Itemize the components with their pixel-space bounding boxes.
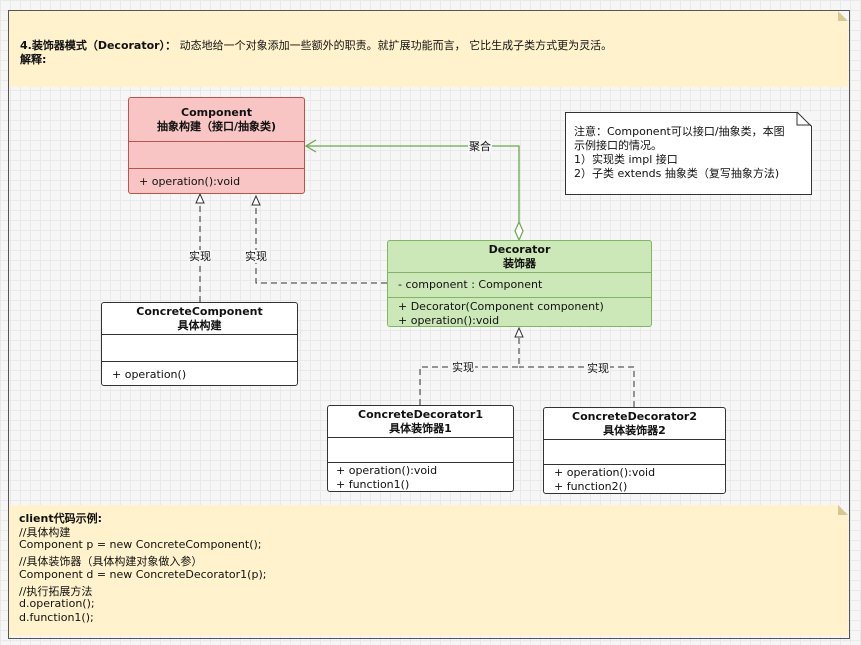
client-code-line: //具体装饰器（具体构建对象做入参） xyxy=(19,555,203,568)
client-code-note: client代码示例: //具体构建 Component p = new Con… xyxy=(9,505,848,636)
impl-label-decorator1: 实现 xyxy=(451,361,475,374)
component-method: + operation():void xyxy=(139,175,241,188)
impl-arrowhead-concrete-component xyxy=(195,192,205,204)
diagram-frame xyxy=(8,10,850,639)
concrete-decorator1-name: ConcreteDecorator1 xyxy=(358,408,483,421)
hint-note-fold xyxy=(798,112,812,126)
concrete-decorator1-method-operation: + operation():void xyxy=(336,464,438,477)
component-class-cn: 抽象构建（接口/抽象类) xyxy=(156,120,277,133)
pattern-desc: 动态地给一个对象添加一些额外的职责。就扩展功能而言， 它比生成子类方式更为灵活。 xyxy=(176,39,613,52)
concrete-decorator2-fields xyxy=(544,440,725,465)
decorator-class-name: Decorator xyxy=(488,243,551,256)
concrete-component-fields xyxy=(102,335,297,362)
note-fold xyxy=(838,11,848,21)
hint-line-3: 1）实现类 impl 接口 xyxy=(574,153,678,166)
decorator-class-header: Decorator 装饰器 xyxy=(388,241,651,273)
hint-line-1: 注意：Component可以接口/抽象类，本图 xyxy=(574,125,785,138)
pattern-description-note: 4.装饰器模式（Decorator）： 动态地给一个对象添加一些额外的职责。就扩… xyxy=(9,11,848,87)
client-code-line: Component p = new ConcreteComponent(); xyxy=(19,538,262,551)
client-code-title: client代码示例: xyxy=(19,512,103,525)
aggregation-edge xyxy=(306,145,520,222)
aggregation-label: 聚合 xyxy=(468,140,492,153)
impl-arrowhead-decorators xyxy=(514,326,524,338)
explain-label: 解释: xyxy=(20,53,47,66)
concrete-decorator1-class[interactable]: ConcreteDecorator1 具体装饰器1 + operation():… xyxy=(327,405,514,492)
concrete-decorator1-methods: + operation():void + function1() xyxy=(328,463,513,492)
concrete-component-cn: 具体构建 xyxy=(177,319,222,332)
concrete-decorator2-methods: + operation():void + function2() xyxy=(544,465,725,494)
concrete-decorator1-header: ConcreteDecorator1 具体装饰器1 xyxy=(328,406,513,438)
pattern-description-line: 4.装饰器模式（Decorator）： 动态地给一个对象添加一些额外的职责。就扩… xyxy=(20,37,612,53)
client-code-line: d.operation(); xyxy=(19,597,95,610)
client-code-line: //具体构建 xyxy=(19,526,71,539)
note-fold xyxy=(838,505,848,515)
client-code-line: d.function1(); xyxy=(19,611,94,624)
client-code-line: Component d = new ConcreteDecorator1(p); xyxy=(19,568,267,581)
client-code-line: //执行拓展方法 xyxy=(19,585,93,598)
concrete-decorator1-method-function1: + function1() xyxy=(336,478,410,491)
component-fields xyxy=(129,142,304,169)
aggregation-arrowhead xyxy=(304,139,317,153)
decorator-method-constructor: + Decorator(Component component) xyxy=(398,300,604,313)
component-class-name: Component xyxy=(181,106,252,119)
impl-label-decorator2: 实现 xyxy=(586,362,610,375)
pattern-title: 4.装饰器模式（Decorator）： xyxy=(20,39,177,52)
concrete-component-class[interactable]: ConcreteComponent 具体构建 + operation() xyxy=(101,302,298,386)
concrete-decorator2-cn: 具体装饰器2 xyxy=(603,424,666,437)
concrete-component-header: ConcreteComponent 具体构建 xyxy=(102,303,297,335)
impl-edge-decorator2 xyxy=(519,366,635,407)
impl-edge-decorator xyxy=(255,206,387,284)
concrete-decorator1-cn: 具体装饰器1 xyxy=(389,422,452,435)
decorator-class-cn: 装饰器 xyxy=(503,257,536,270)
impl-label-decorator: 实现 xyxy=(244,250,268,263)
decorator-class[interactable]: Decorator 装饰器 - component : Component + … xyxy=(387,240,652,327)
impl-arrowhead-decorator xyxy=(251,194,261,206)
decorator-methods: + Decorator(Component component) + opera… xyxy=(388,298,651,328)
concrete-component-name: ConcreteComponent xyxy=(136,305,263,318)
impl-label-concrete-component: 实现 xyxy=(188,250,212,263)
concrete-decorator1-fields xyxy=(328,438,513,463)
hint-line-2: 示例接口的情况。 xyxy=(574,139,662,152)
concrete-decorator2-header: ConcreteDecorator2 具体装饰器2 xyxy=(544,408,725,440)
concrete-decorator2-method-function2: + function2() xyxy=(554,480,628,493)
concrete-decorator2-name: ConcreteDecorator2 xyxy=(572,410,697,423)
concrete-component-method: + operation() xyxy=(112,368,187,381)
hint-line-4: 2）子类 extends 抽象类（复写抽象方法) xyxy=(574,167,780,180)
decorator-method-operation: + operation():void xyxy=(398,314,500,327)
component-class[interactable]: Component 抽象构建（接口/抽象类) + operation():voi… xyxy=(128,97,305,194)
concrete-decorator2-class[interactable]: ConcreteDecorator2 具体装饰器2 + operation():… xyxy=(543,407,726,494)
concrete-decorator2-method-operation: + operation():void xyxy=(554,466,656,479)
decorator-field: - component : Component xyxy=(388,273,651,298)
impl-edge-decorator1 xyxy=(419,337,520,405)
interface-hint-note: 注意：Component可以接口/抽象类，本图 示例接口的情况。 1）实现类 i… xyxy=(565,112,812,195)
component-class-header: Component 抽象构建（接口/抽象类) xyxy=(129,98,304,142)
